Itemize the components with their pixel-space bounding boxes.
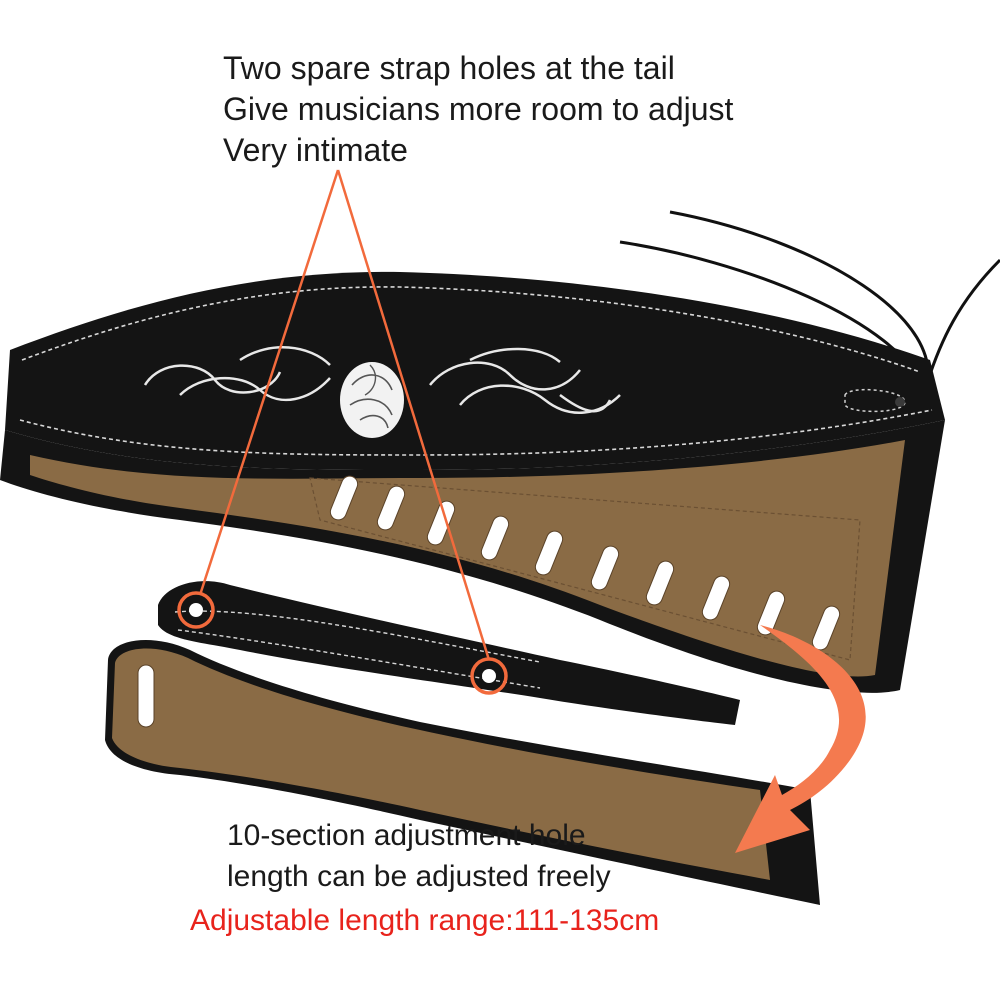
callout-top-line-2: Give musicians more room to adjust xyxy=(223,91,734,127)
callout-bottom-text: 10-section adjustment hole length can be… xyxy=(227,815,611,897)
spare-strap-hole xyxy=(189,603,203,617)
adjustment-hole xyxy=(534,530,564,576)
adjustment-hole xyxy=(376,485,406,531)
end-tab-black xyxy=(158,581,740,725)
strap-black-face xyxy=(5,271,945,470)
callout-top-line-3: Very intimate xyxy=(223,132,408,168)
tail-piece-suede xyxy=(112,648,770,880)
embroidery-pattern xyxy=(143,346,621,414)
callout-top-text: Two spare strap holes at the tail Give m… xyxy=(223,48,733,171)
length-range-note: Adjustable length range:111-135cm xyxy=(190,904,660,937)
spare-strap-hole xyxy=(482,669,496,683)
strap-tail-slot xyxy=(844,388,906,413)
suede-stitching xyxy=(309,477,861,661)
curved-arrow-icon xyxy=(735,625,866,853)
strap-stitching xyxy=(19,409,933,456)
adjustment-hole xyxy=(756,590,786,636)
spare-hole-highlight xyxy=(177,591,215,629)
lace-tie xyxy=(923,258,1000,391)
adjustment-hole xyxy=(480,515,510,561)
strap-tail-hole xyxy=(895,397,905,407)
adjustment-hole xyxy=(590,545,620,591)
rose-emblem xyxy=(340,362,404,438)
adjustment-hole xyxy=(701,575,731,621)
adjustment-hole xyxy=(645,560,675,606)
tail-slot xyxy=(137,664,155,728)
callout-pointer-line xyxy=(336,169,491,661)
adjustment-holes xyxy=(329,475,841,651)
callout-bottom-line-1: 10-section adjustment hole xyxy=(227,819,586,852)
adjustment-hole xyxy=(329,475,359,521)
callout-bottom-line-2: length can be adjusted freely xyxy=(227,860,611,893)
strap-stitching xyxy=(21,286,921,373)
callout-top-line-1: Two spare strap holes at the tail xyxy=(223,50,675,86)
callout-pointer-line xyxy=(198,169,340,596)
